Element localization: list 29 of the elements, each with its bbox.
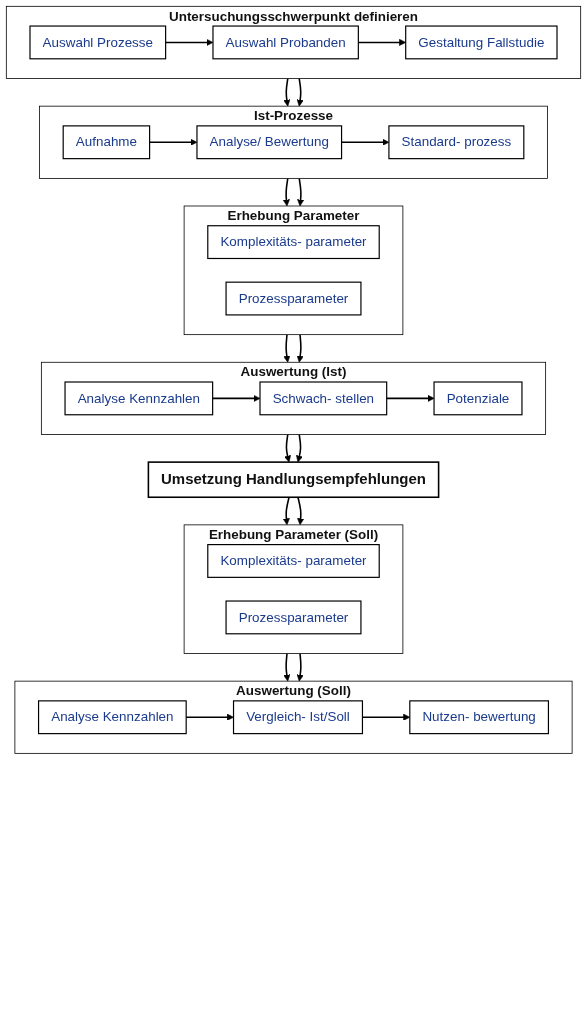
arrow <box>284 433 291 463</box>
node-box: Prozessparameter <box>225 281 362 316</box>
arrow <box>283 333 291 363</box>
arrow <box>296 333 304 363</box>
arrow <box>296 77 304 107</box>
node-box: Prozessparameter <box>225 600 362 635</box>
node-box: Standard- prozess <box>388 125 525 160</box>
node-box: Umsetzung Handlungsempfehlungen <box>147 461 440 499</box>
arrow <box>282 496 290 526</box>
arrow <box>296 433 303 463</box>
node-box: Komplexitäts- parameter <box>207 225 380 260</box>
node-box: Aufnahme <box>62 125 151 160</box>
node-box: Auswahl Probanden <box>212 25 359 60</box>
node-box: Analyse Kennzahlen <box>38 700 187 735</box>
node-box: Schwach- stellen <box>259 381 388 416</box>
node-box: Potenziale <box>433 381 523 416</box>
node-box: Gestaltung Fallstudie <box>405 25 558 60</box>
arrow <box>283 77 291 107</box>
arrow <box>282 177 290 207</box>
node-box: Nutzen- bewertung <box>409 700 549 735</box>
node-box: Analyse/ Bewertung <box>196 125 343 160</box>
arrow <box>296 652 304 682</box>
arrow <box>283 652 291 682</box>
node-box: Vergleich- Ist/Soll <box>232 700 364 735</box>
node-box: Komplexitäts- parameter <box>207 544 380 578</box>
arrow <box>297 496 305 526</box>
node-box: Auswahl Prozesse <box>29 25 167 60</box>
arrow <box>297 177 305 207</box>
node-box: Analyse Kennzahlen <box>64 381 214 416</box>
